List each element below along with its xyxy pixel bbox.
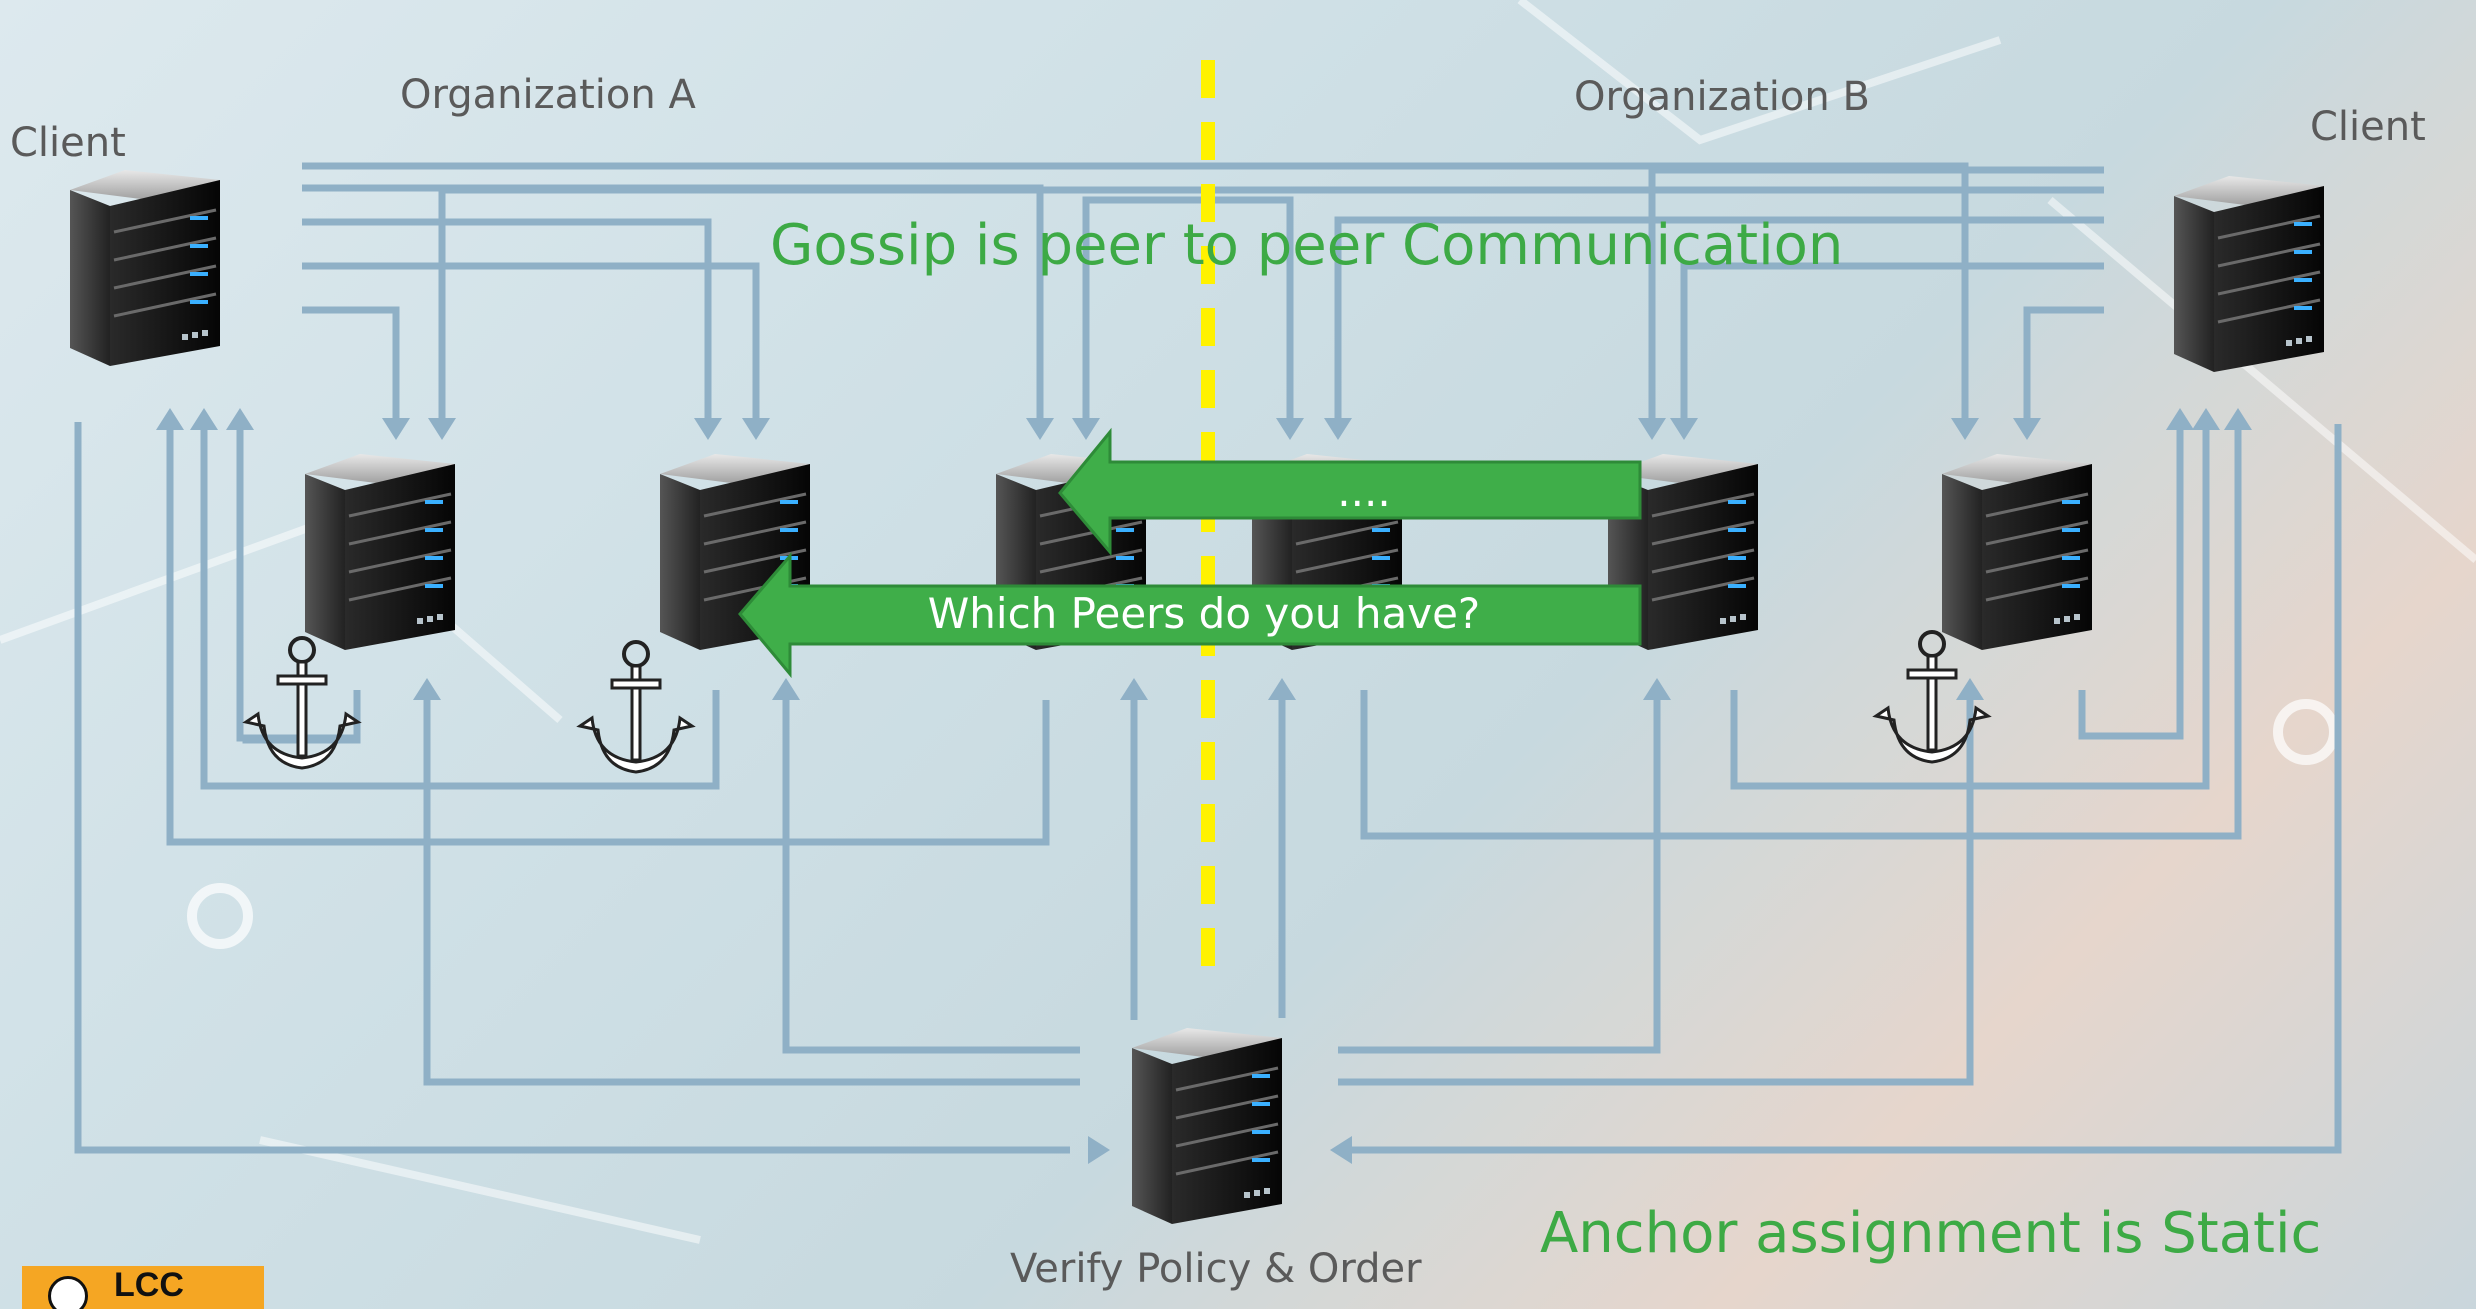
client-server-left xyxy=(68,168,222,368)
logo-text: LCC xyxy=(114,1266,184,1304)
organization-a-label: Organization A xyxy=(400,72,696,118)
gossip-arrow-top: .... xyxy=(1058,427,1642,557)
anchor-caption: Anchor assignment is Static xyxy=(1540,1201,2321,1266)
connection-lines xyxy=(74,162,2342,1154)
gossip-arrow-bottom-label: Which Peers do you have? xyxy=(928,589,1480,638)
anchor-icon xyxy=(244,636,360,770)
peer-server-a1 xyxy=(303,452,457,652)
orderer-label: Verify Policy & Order xyxy=(1010,1246,1422,1292)
client-server-right xyxy=(2172,174,2326,374)
gossip-arrow-bottom: Which Peers do you have? xyxy=(738,551,1642,679)
organization-b-label: Organization B xyxy=(1574,74,1870,120)
client-left-label: Client xyxy=(10,120,126,166)
gossip-arrow-top-label: .... xyxy=(1337,467,1390,516)
anchor-icon xyxy=(578,640,694,774)
arrowheads xyxy=(156,408,2252,1164)
logo-face-icon xyxy=(48,1276,88,1309)
client-right-label: Client xyxy=(2310,104,2426,150)
gossip-caption: Gossip is peer to peer Communication xyxy=(770,213,1843,278)
logo: LCC xyxy=(22,1266,264,1309)
peer-server-b3 xyxy=(1940,452,2094,652)
orderer-server xyxy=(1130,1026,1284,1226)
